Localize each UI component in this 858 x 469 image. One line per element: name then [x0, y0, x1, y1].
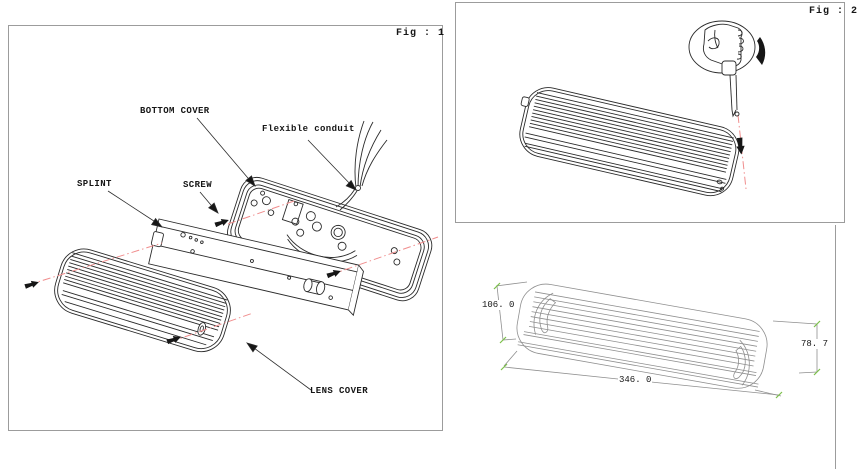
flexible-conduit-wires: [335, 120, 388, 211]
fig2-title: Fig : 2: [809, 6, 858, 17]
assembled-fixture-shape: [519, 87, 740, 197]
leader-lines: [107, 117, 359, 391]
hand-icon: [702, 23, 744, 68]
label-flexible-conduit: Flexible conduit: [262, 124, 355, 134]
dimension-height: 78. 7: [800, 339, 830, 349]
splint-shape: [148, 218, 364, 317]
screwdriver-icon: [721, 60, 738, 118]
page-edge-line: [835, 225, 836, 469]
rotation-arrow-icon: [756, 37, 766, 65]
screw-icon: [214, 216, 231, 229]
dimension-length: 346. 0: [618, 375, 653, 385]
fig2-assembly-drawing: [519, 20, 766, 197]
dimension-drawing: [493, 281, 821, 399]
hand-with-screwdriver: [688, 20, 766, 118]
dimension-end-width: 106. 0: [481, 300, 516, 310]
label-splint: SPLINT: [77, 179, 112, 189]
screw-icon: [24, 278, 40, 290]
lens-cover-shape: [54, 248, 231, 353]
label-lens-cover: LENS COVER: [310, 386, 369, 396]
label-screw: SCREW: [183, 180, 213, 190]
fig1-title: Fig : 1: [396, 28, 446, 39]
fig1-exploded-view-drawing: [24, 117, 439, 391]
screw-hole: [734, 111, 740, 117]
fig1-panel: [8, 25, 443, 431]
screw-axis-lines: [27, 199, 439, 343]
leader-arrow-icon: [244, 339, 258, 353]
fig2-panel: [455, 2, 845, 223]
fixture-outline-shape: [516, 283, 768, 389]
label-bottom-cover: BOTTOM COVER: [140, 106, 210, 116]
